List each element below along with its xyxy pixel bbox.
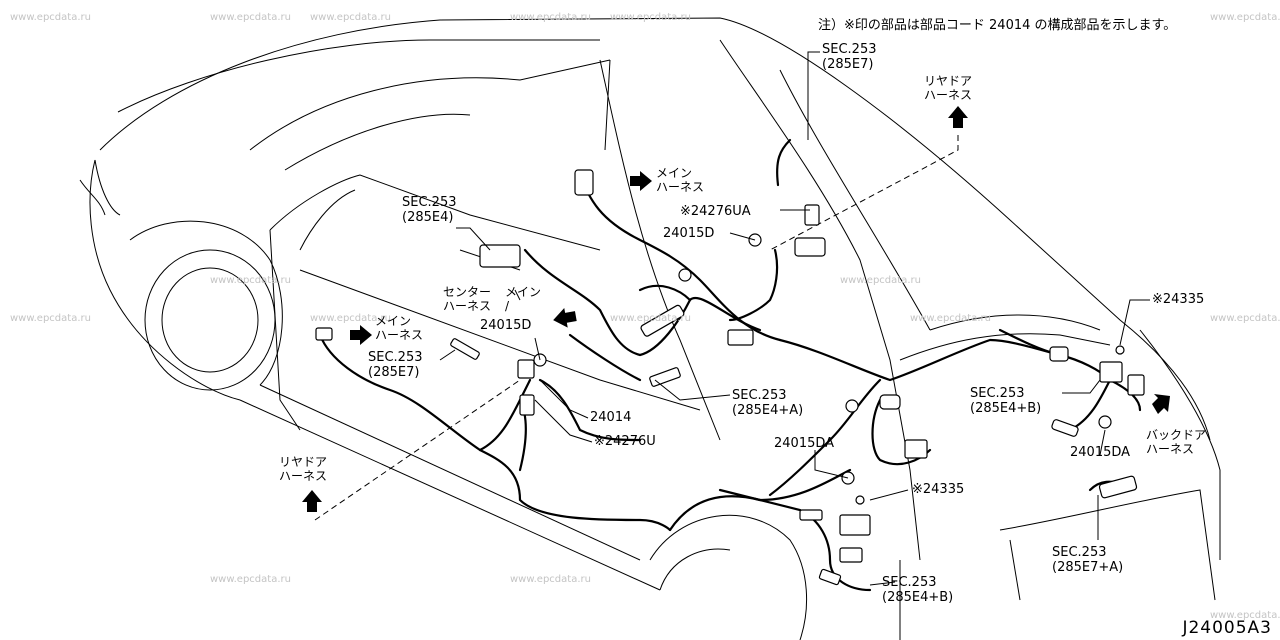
watermark: www.epcdata.ru — [10, 12, 91, 23]
connectors — [315, 169, 1145, 586]
label-part-24276u: ※24276U — [594, 434, 656, 449]
label-back-door-harness: バックドアハーネス — [1146, 428, 1207, 456]
diagram-code: J24005A3 — [1182, 618, 1272, 638]
label-part-24015da-mid: 24015DA — [774, 436, 835, 451]
dashed-leader-lines — [314, 135, 959, 521]
label-part-24015da-right: 24015DA — [1070, 445, 1131, 460]
label-sec-285e4a: SEC.253(285E4+A) — [732, 388, 804, 418]
watermark: www.epcdata.ru — [1210, 313, 1280, 324]
watermark: www.epcdata.ru — [210, 12, 291, 23]
watermark: www.epcdata.ru — [210, 574, 291, 585]
arrow-main-harness-top — [630, 171, 652, 191]
watermark: www.epcdata.ru — [1210, 610, 1280, 621]
watermark: www.epcdata.ru — [910, 313, 991, 324]
label-part-24276ua: ※24276UA — [680, 204, 751, 219]
watermark: www.epcdata.ru — [210, 275, 291, 286]
leader-lines — [439, 51, 1150, 586]
label-main-harness-center: メイン/ — [505, 285, 542, 313]
label-center-harness: センターハーネス — [443, 285, 492, 313]
label-part-24015d-mid: 24015D — [480, 318, 532, 333]
watermark: www.epcdata.ru — [10, 313, 91, 324]
watermark: www.epcdata.ru — [310, 12, 391, 23]
watermark: www.epcdata.ru — [610, 313, 691, 324]
label-sec-285e7a: SEC.253(285E7+A) — [1052, 545, 1124, 575]
watermark: www.epcdata.ru — [840, 275, 921, 286]
direction-arrows — [302, 106, 1170, 512]
arrow-back-door — [1152, 394, 1170, 414]
label-part-24335-mid: ※24335 — [912, 482, 965, 497]
label-sec-285e4b-right: SEC.253(285E4+B) — [970, 386, 1042, 416]
watermark: www.epcdata.ru — [610, 12, 691, 23]
label-sec-285e7-left: SEC.253(285E7) — [368, 350, 423, 380]
arrow-main-harness-left — [350, 325, 372, 345]
label-sec-285e7-top: SEC.253(285E7) — [822, 42, 877, 72]
parts-note: 注）※印の部品は部品コード 24014 の構成部品を示します。 — [818, 18, 1177, 33]
label-sec-285e4: SEC.253(285E4) — [402, 195, 457, 225]
arrow-rear-door-right — [948, 106, 968, 128]
arrow-main-harness-center — [553, 307, 577, 328]
label-rear-door-harness-left: リヤドアハーネス — [279, 455, 328, 483]
label-main-harness-left: メインハーネス — [375, 314, 424, 342]
watermark: www.epcdata.ru — [510, 574, 591, 585]
watermark: www.epcdata.ru — [510, 12, 591, 23]
arrow-rear-door-left — [302, 490, 322, 512]
label-part-24014: 24014 — [590, 410, 632, 425]
label-main-harness-top: メインハーネス — [656, 166, 705, 194]
watermark: www.epcdata.ru — [310, 313, 391, 324]
label-sec-285e4b-bottom: SEC.253(285E4+B) — [882, 575, 954, 605]
watermark: www.epcdata.ru — [1210, 12, 1280, 23]
label-rear-door-harness-right: リヤドアハーネス — [924, 74, 973, 102]
wiring-harness — [318, 138, 1142, 592]
label-part-24015d-top: 24015D — [663, 226, 715, 241]
label-part-24335-right: ※24335 — [1152, 292, 1205, 307]
